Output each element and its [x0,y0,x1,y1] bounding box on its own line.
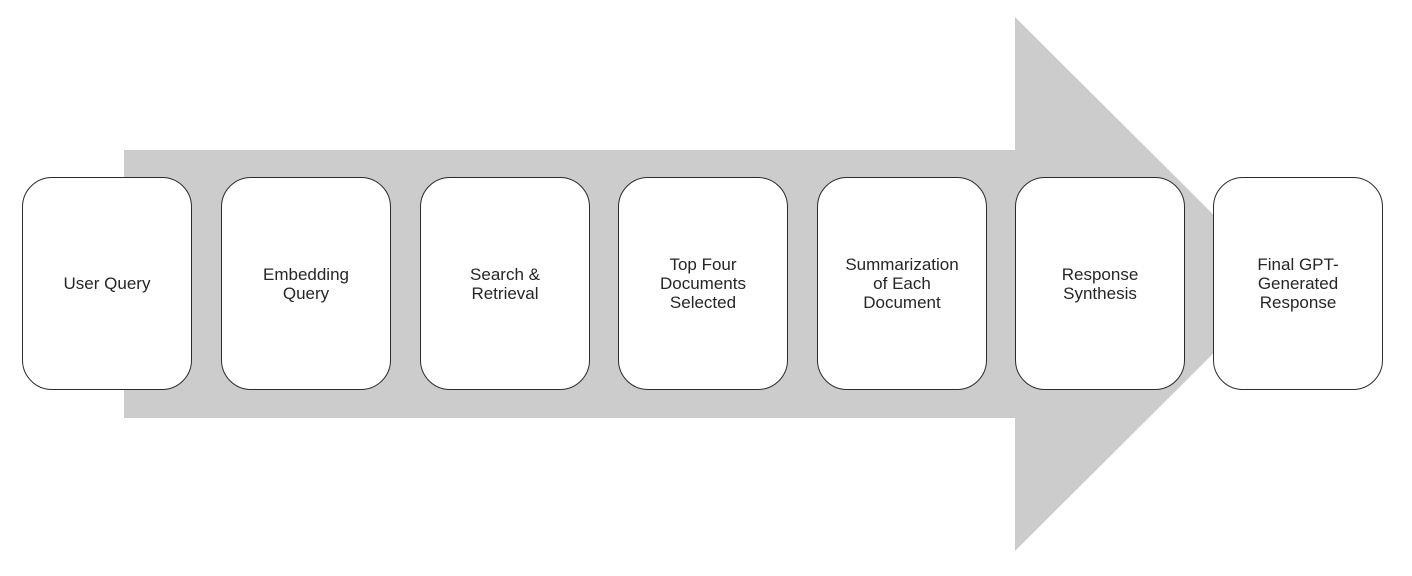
step-label: User Query [63,274,151,293]
step-response-synthesis: Response Synthesis [1015,177,1185,390]
step-top-four-documents: Top Four Documents Selected [618,177,788,390]
step-search-retrieval: Search & Retrieval [420,177,590,390]
step-label: Top Four Documents Selected [660,255,746,312]
step-label: Embedding Query [262,264,349,303]
step-summarization: Summarization of Each Document [817,177,987,390]
step-final-response: Final GPT- Generated Response [1213,177,1383,390]
step-label: Response Synthesis [1061,264,1139,303]
step-label: Final GPT- Generated Response [1257,255,1339,312]
step-embedding-query: Embedding Query [221,177,391,390]
step-label: Summarization of Each Document [845,255,959,312]
step-label: Search & Retrieval [470,264,540,303]
step-user-query: User Query [22,177,192,390]
